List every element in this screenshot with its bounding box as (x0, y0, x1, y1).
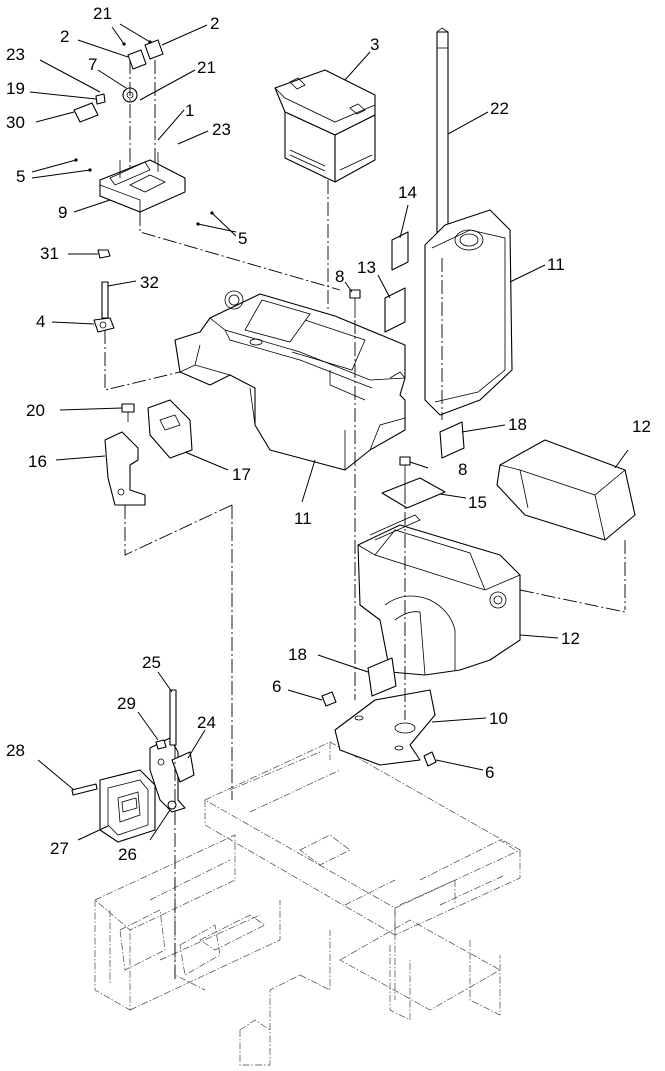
callout-12-lower: 12 (561, 629, 580, 648)
decal-14 (391, 231, 409, 271)
storage-tray (174, 290, 406, 471)
relay-2-upper (144, 39, 164, 60)
callout-21-right: 21 (197, 58, 216, 77)
bracket-16 (104, 431, 146, 506)
clip-6-upper (321, 691, 337, 707)
callout-30: 30 (6, 113, 25, 132)
mounting-bracket (99, 152, 186, 213)
bracket-24 (171, 751, 195, 783)
washer-26 (167, 800, 177, 810)
screw-28 (71, 783, 98, 796)
callout-8-upper: 8 (335, 267, 344, 286)
pad-18-upper (439, 421, 465, 459)
lid (496, 439, 636, 541)
callout-17: 17 (232, 465, 251, 484)
assembly-centerlines (104, 60, 626, 980)
callout-9: 9 (58, 203, 67, 222)
callout-28: 28 (6, 741, 25, 760)
callout-3: 3 (370, 35, 379, 54)
callout-31: 31 (40, 244, 59, 263)
callout-26: 26 (118, 845, 137, 864)
callout-24: 24 (197, 713, 216, 732)
strap (436, 27, 449, 259)
callout-12-right: 12 (632, 417, 651, 436)
callout-20: 20 (26, 401, 45, 420)
connector-4 (93, 317, 115, 333)
callout-2-right: 2 (210, 14, 219, 33)
callout-22: 22 (490, 99, 509, 118)
battery (274, 69, 376, 183)
callout-4: 4 (36, 312, 45, 331)
fuse-holder-30 (73, 102, 99, 123)
pad-18-lower (367, 657, 397, 697)
callout-11-right: 11 (547, 255, 565, 274)
bolt-8-upper (349, 289, 361, 318)
callout-10: 10 (489, 709, 508, 728)
callout-5-left: 5 (16, 167, 25, 186)
callout-13: 13 (357, 258, 376, 277)
callout-1: 1 (185, 101, 194, 120)
screw-19 (95, 93, 106, 105)
callout-6-lower: 6 (485, 763, 494, 782)
screw-32 (101, 281, 109, 319)
callout-15: 15 (468, 493, 487, 512)
callout-29: 29 (117, 694, 136, 713)
lower-tray (357, 514, 521, 676)
callout-21-top: 21 (93, 4, 112, 23)
decal-13 (384, 287, 406, 333)
callout-8-lower: 8 (458, 460, 467, 479)
relay-2-lower (127, 49, 147, 70)
callout-14: 14 (398, 183, 417, 202)
callouts: 21 2 2 21 7 23 19 30 1 23 5 9 5 3 22 14 (6, 4, 651, 864)
callout-7: 7 (88, 55, 97, 74)
callout-23-left: 23 (6, 45, 25, 64)
callout-16: 16 (28, 452, 47, 471)
nut-31 (97, 249, 111, 259)
callout-11-bottom: 11 (294, 509, 312, 528)
controller-27 (99, 769, 156, 843)
bolt-8-lower (399, 456, 411, 490)
callout-27: 27 (50, 839, 69, 858)
callout-18-lower: 18 (288, 645, 307, 664)
callout-32: 32 (140, 273, 159, 292)
gasket-17 (147, 399, 193, 459)
nut-29 (155, 739, 167, 750)
bracket-plate (334, 689, 436, 766)
callout-19: 19 (6, 79, 25, 98)
callout-6-upper: 6 (272, 677, 281, 696)
clip-6-lower (423, 751, 437, 767)
decal-15 (381, 477, 446, 509)
callout-25: 25 (142, 653, 161, 672)
callout-2-left: 2 (60, 27, 69, 46)
callout-5-right: 5 (238, 229, 247, 248)
side-panel (424, 209, 513, 416)
bolt-20 (121, 403, 135, 422)
callout-18-upper: 18 (508, 415, 527, 434)
frame-phantom (94, 741, 521, 1066)
screw-25 (169, 689, 177, 746)
callout-23-right: 23 (212, 120, 231, 139)
